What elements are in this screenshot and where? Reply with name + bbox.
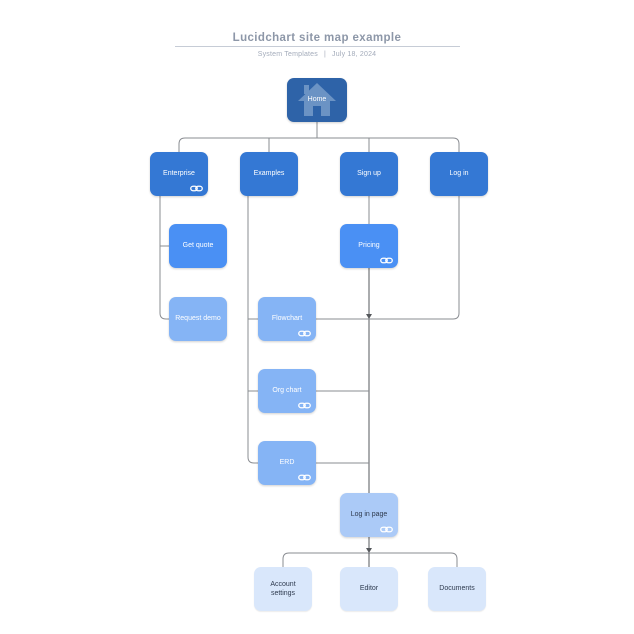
- node-examples[interactable]: Examples: [240, 152, 298, 196]
- subtitle-separator: |: [323, 51, 327, 58]
- node-loginpage[interactable]: Log in page: [340, 493, 398, 537]
- node-label: Examples: [253, 170, 285, 178]
- node-label: Log in page: [350, 511, 388, 519]
- house-icon: [298, 83, 336, 116]
- node-pricing[interactable]: Pricing: [340, 224, 398, 268]
- arrowhead-center-junction: [366, 314, 372, 319]
- subtitle-date: July 18, 2024: [332, 51, 377, 58]
- node-label: Enterprise: [163, 170, 195, 178]
- node-documents[interactable]: Documents: [428, 567, 486, 611]
- node-label: Account settings: [270, 580, 296, 597]
- link-icon: [298, 330, 311, 337]
- node-requestdemo[interactable]: Request demo: [169, 297, 227, 341]
- node-erd[interactable]: ERD: [258, 441, 316, 485]
- node-label: Documents: [439, 585, 475, 593]
- node-label: Sign up: [357, 170, 381, 178]
- link-icon: [298, 474, 311, 481]
- node-label: Editor: [359, 585, 379, 593]
- link-icon: [190, 185, 203, 192]
- node-signup[interactable]: Sign up: [340, 152, 398, 196]
- page-subtitle: System Templates | July 18, 2024: [0, 51, 634, 58]
- link-icon: [380, 257, 393, 264]
- node-label: ERD: [279, 459, 295, 467]
- connector-bottom-distribution: [282, 552, 458, 567]
- node-label: Home: [307, 96, 327, 104]
- node-label: Pricing: [358, 242, 380, 250]
- connector-enterprise-trunk: [159, 196, 169, 320]
- node-orgchart[interactable]: Org chart: [258, 369, 316, 413]
- node-home[interactable]: Home: [287, 78, 347, 122]
- node-editor[interactable]: Editor: [340, 567, 398, 611]
- page-title: Lucidchart site map example: [232, 32, 402, 44]
- connector-top-distribution: [178, 137, 460, 152]
- node-login[interactable]: Log in: [430, 152, 488, 196]
- node-label: Request demo: [175, 315, 221, 323]
- connector-examples-trunk: [247, 196, 258, 464]
- title-divider: [175, 46, 460, 47]
- node-flowchart[interactable]: Flowchart: [258, 297, 316, 341]
- node-label: Org chart: [272, 387, 302, 395]
- node-label: Log in: [449, 170, 469, 178]
- link-icon: [298, 402, 311, 409]
- arrowhead-bottom-junction: [366, 548, 372, 553]
- link-icon: [380, 526, 393, 533]
- node-getquote[interactable]: Get quote: [169, 224, 227, 268]
- node-accountsettings[interactable]: Account settings: [254, 567, 312, 611]
- node-enterprise[interactable]: Enterprise: [150, 152, 208, 196]
- node-label: Flowchart: [271, 315, 303, 323]
- node-label: Get quote: [182, 242, 214, 250]
- subtitle-source: System Templates: [257, 51, 318, 58]
